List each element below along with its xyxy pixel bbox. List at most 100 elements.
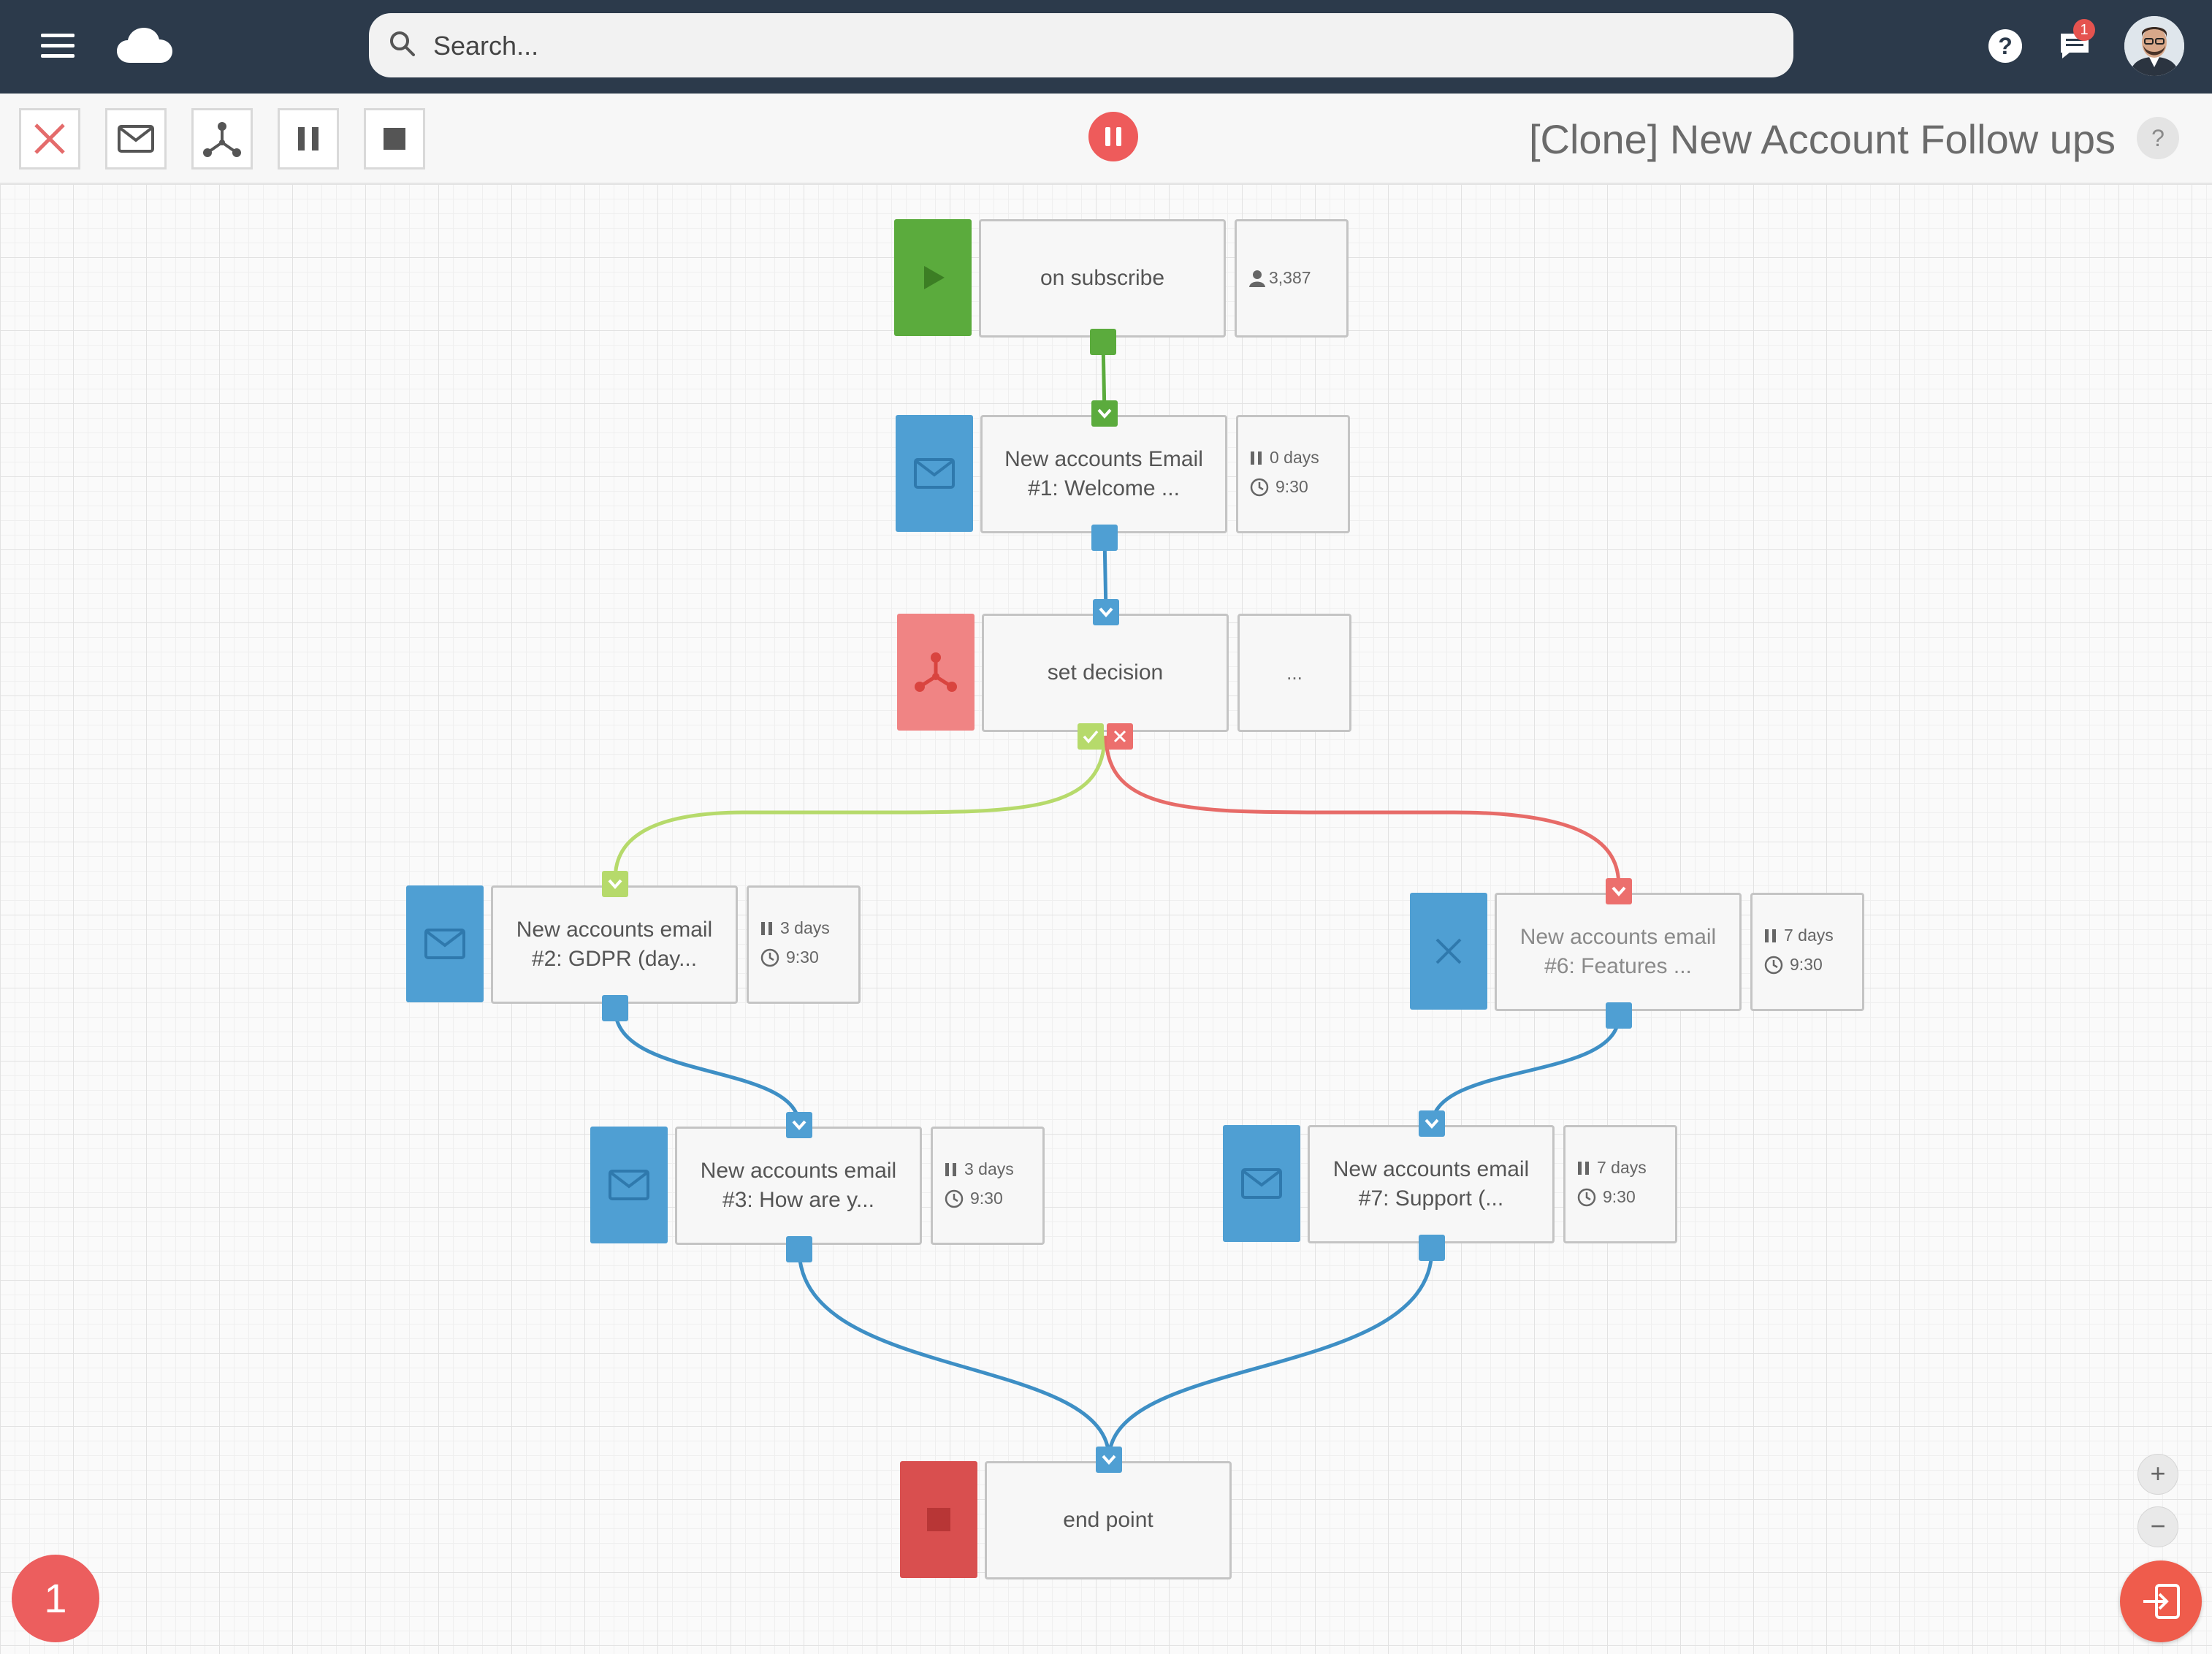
exit-icon bbox=[2143, 1584, 2180, 1619]
decision-no-port[interactable] bbox=[1107, 723, 1133, 750]
email-1-card[interactable]: New accounts Email #1: Welcome ... bbox=[980, 415, 1227, 533]
add-delay-button[interactable] bbox=[278, 108, 339, 169]
search-input[interactable]: Search... bbox=[369, 13, 1793, 77]
email-7-schedule-box[interactable]: 7 days 9:30 bbox=[1563, 1125, 1677, 1243]
mail-icon bbox=[609, 1170, 649, 1200]
email-2-block[interactable] bbox=[406, 885, 484, 1002]
email-1-block[interactable] bbox=[896, 415, 973, 532]
email-6-line2: #6: Features ... bbox=[1544, 954, 1692, 978]
email-7-input-port[interactable] bbox=[1419, 1110, 1445, 1137]
email-3-block[interactable] bbox=[590, 1127, 668, 1243]
email-1-input-port[interactable] bbox=[1091, 400, 1118, 427]
workflow-title: [Clone] New Account Follow ups bbox=[1528, 116, 2116, 162]
email-6-input-port[interactable] bbox=[1606, 878, 1632, 904]
decision-options-box[interactable]: ... bbox=[1237, 614, 1351, 732]
chevron-down-icon bbox=[1425, 1118, 1439, 1129]
clock-icon bbox=[1250, 478, 1269, 496]
email-2-card[interactable]: New accounts email #2: GDPR (day... bbox=[491, 885, 738, 1004]
notification-badge: 1 bbox=[2073, 19, 2095, 41]
email-7-block[interactable] bbox=[1223, 1125, 1300, 1242]
decision-input-port[interactable] bbox=[1093, 599, 1119, 625]
email-3-delay: 3 days bbox=[964, 1159, 1014, 1178]
exit-button[interactable] bbox=[2120, 1560, 2202, 1642]
decision-yes-port[interactable] bbox=[1078, 723, 1104, 750]
wire-email6-to-email7 bbox=[1430, 1015, 1621, 1127]
email-6-line1: New accounts email bbox=[1519, 925, 1717, 949]
decision-label: set decision bbox=[1047, 660, 1164, 685]
chevron-down-icon bbox=[1612, 886, 1626, 897]
email-7-output-port[interactable] bbox=[1419, 1235, 1445, 1261]
pause-icon bbox=[298, 127, 319, 150]
email-6-output-port[interactable] bbox=[1606, 1002, 1632, 1029]
search-placeholder: Search... bbox=[433, 31, 539, 61]
email-3-line1: New accounts email bbox=[700, 1159, 897, 1183]
email-6-delay: 7 days bbox=[1784, 926, 1834, 945]
decision-block[interactable] bbox=[897, 614, 975, 731]
email-2-time: 9:30 bbox=[786, 948, 819, 967]
trigger-card[interactable]: on subscribe bbox=[979, 219, 1226, 338]
menu-icon[interactable] bbox=[41, 34, 75, 58]
end-block[interactable] bbox=[900, 1461, 977, 1578]
cloud-logo-icon[interactable] bbox=[117, 28, 172, 64]
email-3-input-port[interactable] bbox=[786, 1112, 812, 1138]
add-email-button[interactable] bbox=[105, 108, 167, 169]
wire-decision-no bbox=[1104, 735, 1621, 892]
email-2-output-port[interactable] bbox=[602, 995, 628, 1021]
email-6-card[interactable]: New accounts email #6: Features ... bbox=[1495, 893, 1742, 1011]
mail-icon bbox=[118, 125, 154, 153]
end-input-port[interactable] bbox=[1096, 1447, 1122, 1473]
close-icon bbox=[34, 123, 65, 154]
trigger-label: on subscribe bbox=[1040, 266, 1165, 290]
play-icon bbox=[924, 266, 945, 289]
email-3-output-port[interactable] bbox=[786, 1236, 812, 1262]
mail-icon bbox=[1241, 1168, 1282, 1199]
stop-icon bbox=[927, 1508, 950, 1531]
chevron-down-icon bbox=[792, 1120, 806, 1131]
search-icon bbox=[390, 31, 415, 56]
email-2-schedule-box[interactable]: 3 days 9:30 bbox=[747, 885, 861, 1004]
email-3-schedule-box[interactable]: 3 days 9:30 bbox=[931, 1127, 1045, 1245]
end-card[interactable]: end point bbox=[985, 1461, 1232, 1579]
close-icon bbox=[1435, 938, 1462, 964]
email-2-delay: 3 days bbox=[780, 918, 830, 937]
subscriber-count-box[interactable]: 3,387 bbox=[1235, 219, 1349, 338]
pause-icon bbox=[945, 1162, 956, 1176]
user-avatar[interactable] bbox=[2124, 16, 2184, 76]
email-7-line1: New accounts email bbox=[1332, 1157, 1530, 1181]
email-7-card[interactable]: New accounts email #7: Support (... bbox=[1308, 1125, 1555, 1243]
zoom-in-button[interactable]: + bbox=[2137, 1454, 2178, 1495]
email-2-input-port[interactable] bbox=[602, 871, 628, 897]
mail-icon bbox=[424, 929, 465, 959]
close-button[interactable] bbox=[19, 108, 80, 169]
email-1-output-port[interactable] bbox=[1091, 525, 1118, 551]
decision-card[interactable]: set decision bbox=[982, 614, 1229, 732]
pause-icon bbox=[1765, 929, 1776, 942]
check-icon bbox=[1083, 730, 1099, 744]
add-stop-button[interactable] bbox=[364, 108, 425, 169]
chevron-down-icon bbox=[1099, 607, 1113, 618]
wire-email2-to-email3 bbox=[613, 1007, 801, 1127]
email-6-schedule-box[interactable]: 7 days 9:30 bbox=[1750, 893, 1864, 1011]
chevron-down-icon bbox=[1102, 1455, 1116, 1466]
email-1-line2: #1: Welcome ... bbox=[1028, 476, 1180, 500]
workflow-pause-button[interactable] bbox=[1088, 112, 1138, 161]
trigger-output-port[interactable] bbox=[1090, 329, 1116, 355]
add-decision-button[interactable] bbox=[191, 108, 253, 169]
email-2-line1: New accounts email bbox=[516, 918, 713, 942]
email-6-block[interactable] bbox=[1410, 893, 1487, 1010]
email-1-delay: 0 days bbox=[1270, 448, 1319, 467]
email-3-card[interactable]: New accounts email #3: How are y... bbox=[675, 1127, 922, 1245]
email-1-time: 9:30 bbox=[1275, 477, 1308, 496]
email-2-line2: #2: GDPR (day... bbox=[531, 947, 698, 971]
zoom-out-button[interactable]: − bbox=[2137, 1506, 2178, 1547]
email-1-schedule-box[interactable]: 0 days 9:30 bbox=[1236, 415, 1350, 533]
help-icon[interactable]: ? bbox=[2137, 117, 2179, 159]
email-7-line2: #7: Support (... bbox=[1358, 1186, 1504, 1211]
help-icon[interactable]: ? bbox=[1988, 29, 2022, 63]
trigger-block[interactable] bbox=[894, 219, 972, 336]
workflow-canvas[interactable]: on subscribe 3,387 New accounts Email #1… bbox=[0, 184, 2212, 1654]
selection-count-badge[interactable]: 1 bbox=[12, 1555, 99, 1642]
wire-email7-to-end bbox=[1107, 1249, 1434, 1460]
pause-icon bbox=[761, 921, 772, 935]
clock-icon bbox=[760, 948, 779, 967]
